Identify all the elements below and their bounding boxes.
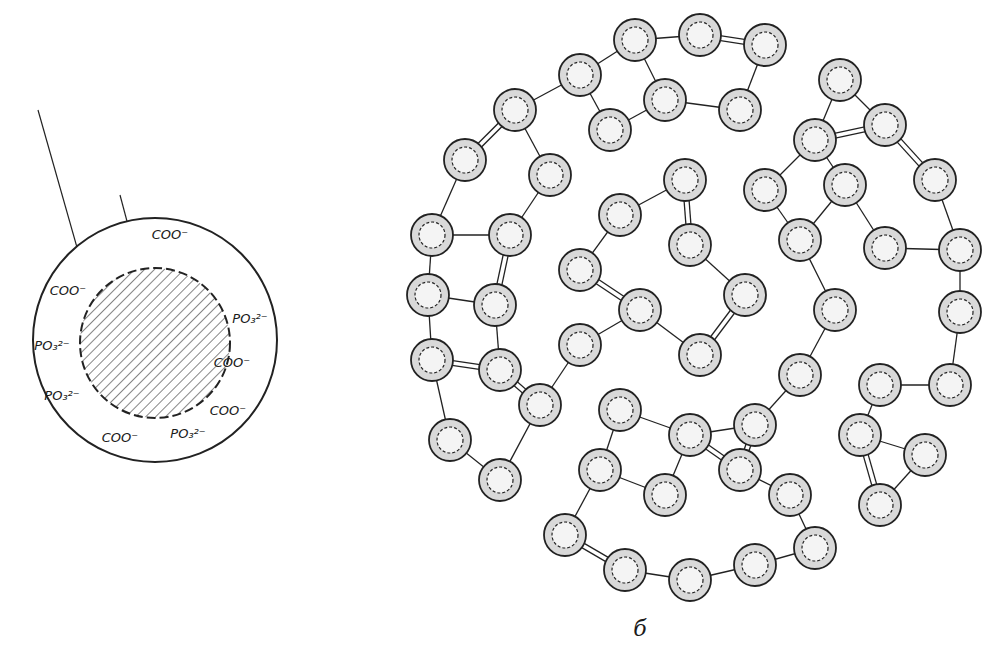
residue-circle [719, 449, 761, 491]
residue-circle [724, 274, 766, 316]
ion-label: PO₃²⁻ [44, 389, 79, 402]
residue-circle [614, 19, 656, 61]
residue-circle [411, 339, 453, 381]
residue-circle [559, 249, 601, 291]
residue-circle [479, 459, 521, 501]
residue-circle [929, 364, 971, 406]
residue-circle [604, 549, 646, 591]
residue-circle [864, 104, 906, 146]
residue-circle [494, 89, 536, 131]
residue-circle [819, 59, 861, 101]
residue-circle [824, 164, 866, 206]
ion-label: COO⁻ [50, 284, 86, 297]
residue-circle [904, 434, 946, 476]
residue-circle [429, 419, 471, 461]
residue-circle [769, 474, 811, 516]
residue-circle [859, 484, 901, 526]
residue-circle [669, 414, 711, 456]
residue-circle [779, 354, 821, 396]
residue-circle [544, 514, 586, 556]
residue-circle [779, 219, 821, 261]
residue-circle [679, 334, 721, 376]
ion-label: PO₃²⁻ [170, 427, 205, 440]
residue-circle [664, 159, 706, 201]
residue-circle [734, 404, 776, 446]
residue-circle [474, 284, 516, 326]
residue-circle [589, 109, 631, 151]
residue-circle [519, 384, 561, 426]
residue-circle [814, 289, 856, 331]
ion-label: PO₃²⁻ [232, 312, 267, 325]
residue-circle [864, 227, 906, 269]
protein-network [407, 14, 981, 601]
residue-circle [619, 289, 661, 331]
ion-label: COO⁻ [152, 228, 188, 241]
residue-circle [914, 159, 956, 201]
leader-line [38, 110, 82, 265]
micelle-circle: COO⁻ COO⁻ PO₃²⁻ PO₃²⁻ COO⁻ PO₃²⁻ COO⁻ COO⁻ PO₃²⁻ [30, 215, 280, 465]
residue-circle [669, 224, 711, 266]
residue-circle [479, 349, 521, 391]
residue-circle [794, 119, 836, 161]
residue-circle [744, 24, 786, 66]
residue-circle [744, 169, 786, 211]
residue-circle [859, 364, 901, 406]
residue-circle [839, 414, 881, 456]
residue-circle [411, 214, 453, 256]
residue-circle [489, 214, 531, 256]
hydrophobic-core [80, 268, 230, 418]
shell-outline [33, 218, 277, 462]
ion-label: COO⁻ [214, 356, 250, 369]
ion-label: COO⁻ [102, 431, 138, 444]
residue-circle [669, 559, 711, 601]
residue-circle [559, 324, 601, 366]
residue-circle [939, 291, 981, 333]
residue-circle [407, 274, 449, 316]
residue-circle [559, 54, 601, 96]
residue-circle [679, 14, 721, 56]
residue-circle [579, 449, 621, 491]
residue-circle [734, 544, 776, 586]
residue-circle [599, 389, 641, 431]
residue-circle [939, 229, 981, 271]
residue-circle [794, 527, 836, 569]
residue-circle [529, 154, 571, 196]
residue-circle [599, 194, 641, 236]
residue-circle [644, 474, 686, 516]
residue-circle [444, 139, 486, 181]
residue-circle [719, 89, 761, 131]
ion-label: COO⁻ [210, 404, 246, 417]
residue-circle [644, 79, 686, 121]
figure-letter: б [633, 616, 646, 641]
ion-label: PO₃²⁻ [34, 339, 69, 352]
